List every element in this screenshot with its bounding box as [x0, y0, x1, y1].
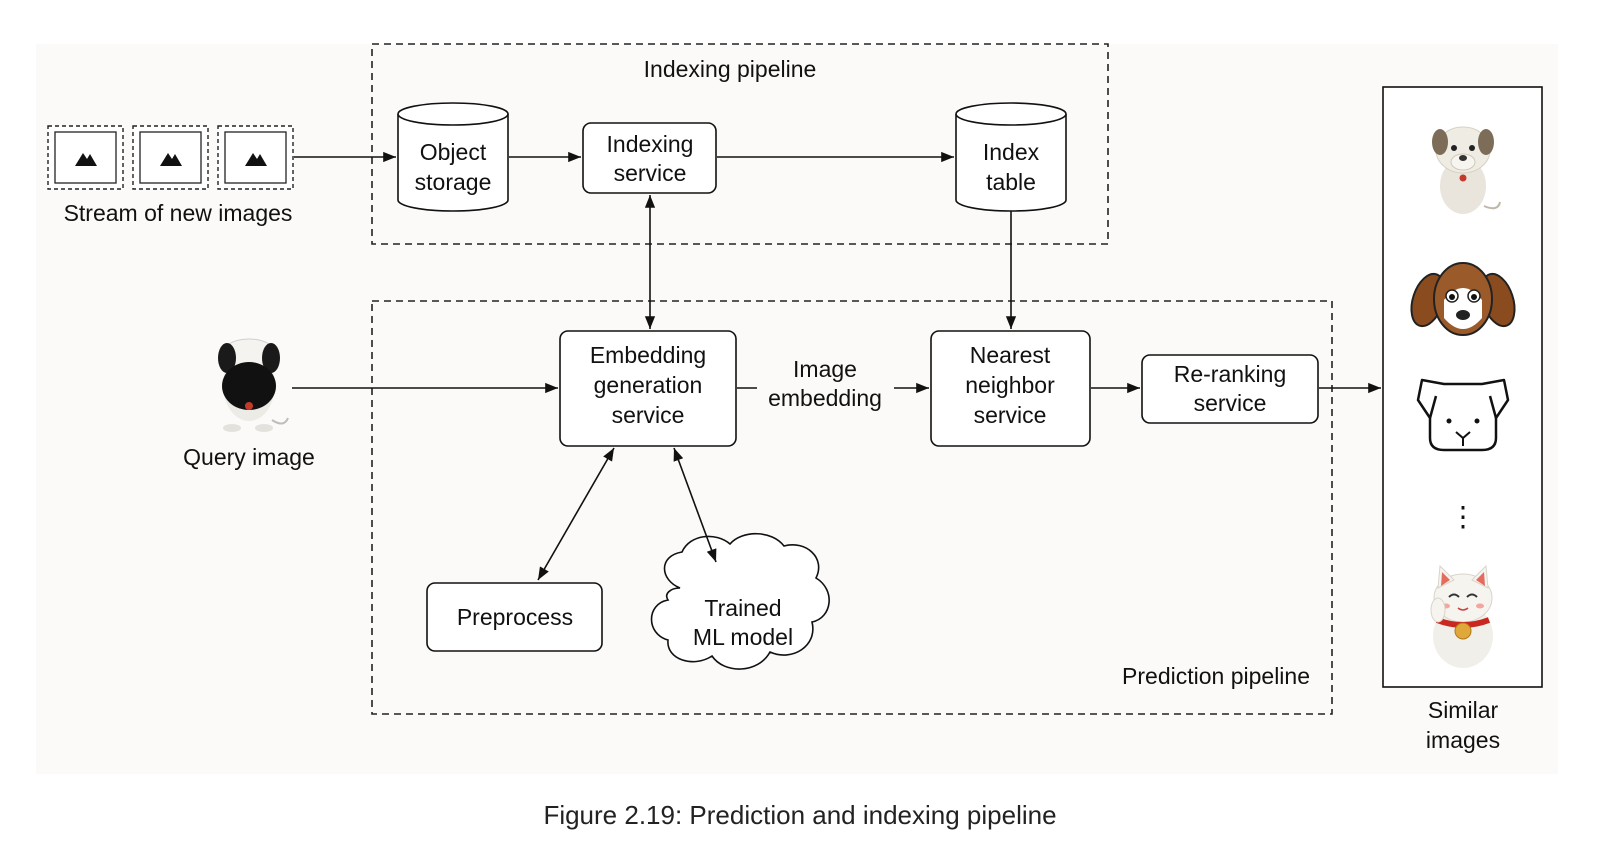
reranking-node: Re-ranking service — [1141, 354, 1319, 424]
nearest-label-2: neighbor — [965, 372, 1055, 398]
prediction-pipeline-title: Prediction pipeline — [1122, 663, 1310, 689]
results-ellipsis: ⋮ — [1449, 501, 1477, 532]
image-embedding-label-1: Image — [793, 356, 857, 382]
stream-of-images — [47, 125, 294, 190]
image-thumbnail-icon — [217, 125, 294, 190]
query-dog-figurine-icon — [218, 338, 289, 432]
embedding-service-node: Embedding generation service — [559, 330, 737, 447]
stream-label: Stream of new images — [64, 200, 293, 226]
similar-images-label-1: Similar — [1428, 697, 1499, 723]
embedding-label-2: generation — [594, 372, 703, 398]
ml-model-cloud-node: Trained ML model — [650, 533, 830, 670]
ml-model-label-1: Trained — [704, 595, 781, 621]
reranking-label-1: Re-ranking — [1174, 361, 1287, 387]
similar-images-label-2: images — [1426, 727, 1500, 753]
indexing-pipeline-title: Indexing pipeline — [644, 56, 817, 82]
indexing-service-node: Indexing service — [582, 122, 717, 194]
nearest-neighbor-node: Nearest neighbor service — [930, 330, 1091, 447]
dog-outline-icon — [1416, 378, 1510, 452]
preprocess-node: Preprocess — [426, 582, 603, 652]
reranking-label-2: service — [1194, 390, 1267, 416]
indexing-service-label-2: service — [614, 160, 687, 186]
object-storage-node: Object storage — [397, 102, 509, 212]
figure-caption: Figure 2.19: Prediction and indexing pip… — [543, 800, 1057, 830]
lucky-cat-icon — [1430, 564, 1493, 668]
embedding-label-1: Embedding — [590, 342, 706, 368]
query-image-label: Query image — [183, 444, 315, 470]
prediction-pipeline-box — [371, 300, 1333, 715]
preprocess-label: Preprocess — [457, 604, 573, 630]
ml-model-label-2: ML model — [693, 624, 793, 650]
image-embedding-label-2: embedding — [768, 385, 882, 411]
arrow-embedding-model-bidir — [673, 447, 717, 563]
image-thumbnail-icon — [47, 125, 124, 190]
nearest-label-3: service — [974, 402, 1047, 428]
index-table-label-2: table — [986, 169, 1036, 195]
embedding-label-3: service — [612, 402, 685, 428]
index-table-label-1: Index — [983, 139, 1040, 165]
object-storage-label-2: storage — [415, 169, 492, 195]
arrow-embedding-preprocess-bidir — [537, 447, 615, 581]
nearest-label-1: Nearest — [970, 342, 1051, 368]
object-storage-label-1: Object — [420, 139, 487, 165]
image-thumbnail-icon — [132, 125, 209, 190]
dog-figurine-icon — [1432, 126, 1501, 214]
index-table-node: Index table — [955, 102, 1067, 212]
indexing-service-label-1: Indexing — [607, 131, 694, 157]
brown-dog-icon — [1410, 262, 1516, 336]
